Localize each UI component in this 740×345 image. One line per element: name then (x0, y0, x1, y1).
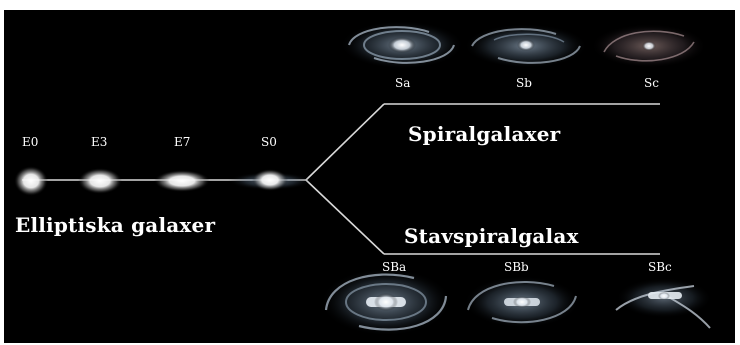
elliptical-galaxies (14, 166, 312, 196)
hubble-tuning-fork-diagram: E0 E3 E7 S0 Sa Sb Sc SBa SBb SBc Ellipti… (4, 10, 735, 343)
galaxy-sba-image (320, 268, 452, 336)
elliptical-group-label: Elliptiska galaxer (15, 213, 216, 237)
spiral-group-label: Spiralgalaxer (408, 122, 561, 146)
label-sc: Sc (644, 76, 659, 90)
spiral-branch-diagonal (305, 103, 385, 181)
diagram-graphics (14, 21, 712, 336)
label-sbc: SBc (648, 260, 672, 274)
barred-branch-diagonal (305, 179, 385, 255)
label-s0: S0 (261, 135, 277, 149)
galaxy-e3-image (78, 168, 122, 194)
label-e7: E7 (174, 135, 191, 149)
barred-spiral-group-label: Stavspiralgalax (404, 224, 579, 248)
galaxy-sbb-image (464, 276, 580, 328)
galaxy-sa-image (340, 21, 464, 69)
barred-spiral-galaxies (320, 268, 712, 336)
label-e0: E0 (22, 135, 39, 149)
label-e3: E3 (91, 135, 108, 149)
label-sba: SBa (382, 260, 407, 274)
label-sb: Sb (516, 76, 532, 90)
galaxy-e0-image (14, 166, 48, 196)
galaxy-sb-image (464, 24, 588, 68)
label-sa: Sa (395, 76, 411, 90)
galaxy-sc-image (591, 24, 707, 68)
galaxy-sbc-image (615, 278, 712, 329)
label-sbb: SBb (504, 260, 529, 274)
galaxy-e7-image (154, 170, 210, 192)
spiral-galaxies (340, 21, 707, 69)
galaxy-s0-image (228, 169, 312, 191)
